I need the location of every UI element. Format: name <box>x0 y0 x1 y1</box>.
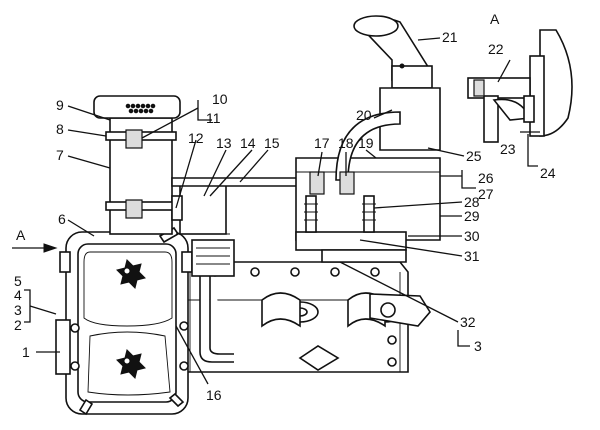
callout-3: 3 <box>14 302 22 318</box>
cap-vent-holes <box>125 103 156 114</box>
callout-18: 18 <box>338 135 354 151</box>
callout-2: 2 <box>14 317 22 333</box>
callout-23: 23 <box>500 141 516 157</box>
callout-31: 31 <box>464 248 480 264</box>
exhaust-stack <box>379 87 441 151</box>
curved-exhaust-pipe <box>335 111 401 181</box>
injection-pump <box>191 239 235 363</box>
callout-11: 11 <box>206 110 221 126</box>
leader-lines <box>24 37 540 385</box>
callout-29: 29 <box>464 208 480 224</box>
callout-14: 14 <box>240 135 256 151</box>
upper-wing-nut <box>116 259 146 289</box>
intake-pipe <box>93 95 181 235</box>
callout-6: 6 <box>58 211 66 227</box>
lower-wing-nut <box>116 349 146 379</box>
callout-32: 32 <box>460 314 476 330</box>
callout-24: 24 <box>540 165 556 181</box>
callout-16: 16 <box>206 387 222 403</box>
callout-25: 25 <box>466 148 482 164</box>
callout-28: 28 <box>464 194 480 210</box>
callout-20: 20 <box>356 107 372 123</box>
muffler-bracket <box>321 249 407 263</box>
callout-19: 19 <box>358 135 374 151</box>
callout-3-right: 3 <box>474 338 482 354</box>
pipe-clamp-right <box>339 171 355 195</box>
callout-27: 27 <box>478 186 494 202</box>
rocker-arm <box>369 293 431 327</box>
view-a-arrow <box>12 243 58 253</box>
pipe-clamp-left <box>309 171 325 195</box>
view-a-arrow-label: A <box>16 227 26 243</box>
callout-30: 30 <box>464 228 480 244</box>
callout-21: 21 <box>442 29 458 45</box>
callout-10: 10 <box>212 91 228 107</box>
fuel-filter <box>171 181 230 235</box>
callout-22: 22 <box>488 41 504 57</box>
detail-view-a <box>467 29 573 143</box>
callout-26: 26 <box>478 170 494 186</box>
air-filter-housing <box>55 226 193 416</box>
block-bolt-row <box>210 267 380 277</box>
callout-1: 1 <box>22 344 30 360</box>
mounting-studs <box>304 195 376 233</box>
inspection-cover <box>298 345 340 371</box>
callout-9: 9 <box>56 97 64 113</box>
callout-5: 5 <box>14 273 22 289</box>
callout-7: 7 <box>56 147 64 163</box>
callout-4: 4 <box>14 287 22 303</box>
callout-17: 17 <box>314 135 330 151</box>
exhaust-elbow <box>353 15 433 89</box>
callout-13: 13 <box>216 135 232 151</box>
callout-12: 12 <box>188 130 204 146</box>
callout-15: 15 <box>264 135 280 151</box>
callout-8: 8 <box>56 121 64 137</box>
view-a-section-label: A <box>490 11 500 27</box>
